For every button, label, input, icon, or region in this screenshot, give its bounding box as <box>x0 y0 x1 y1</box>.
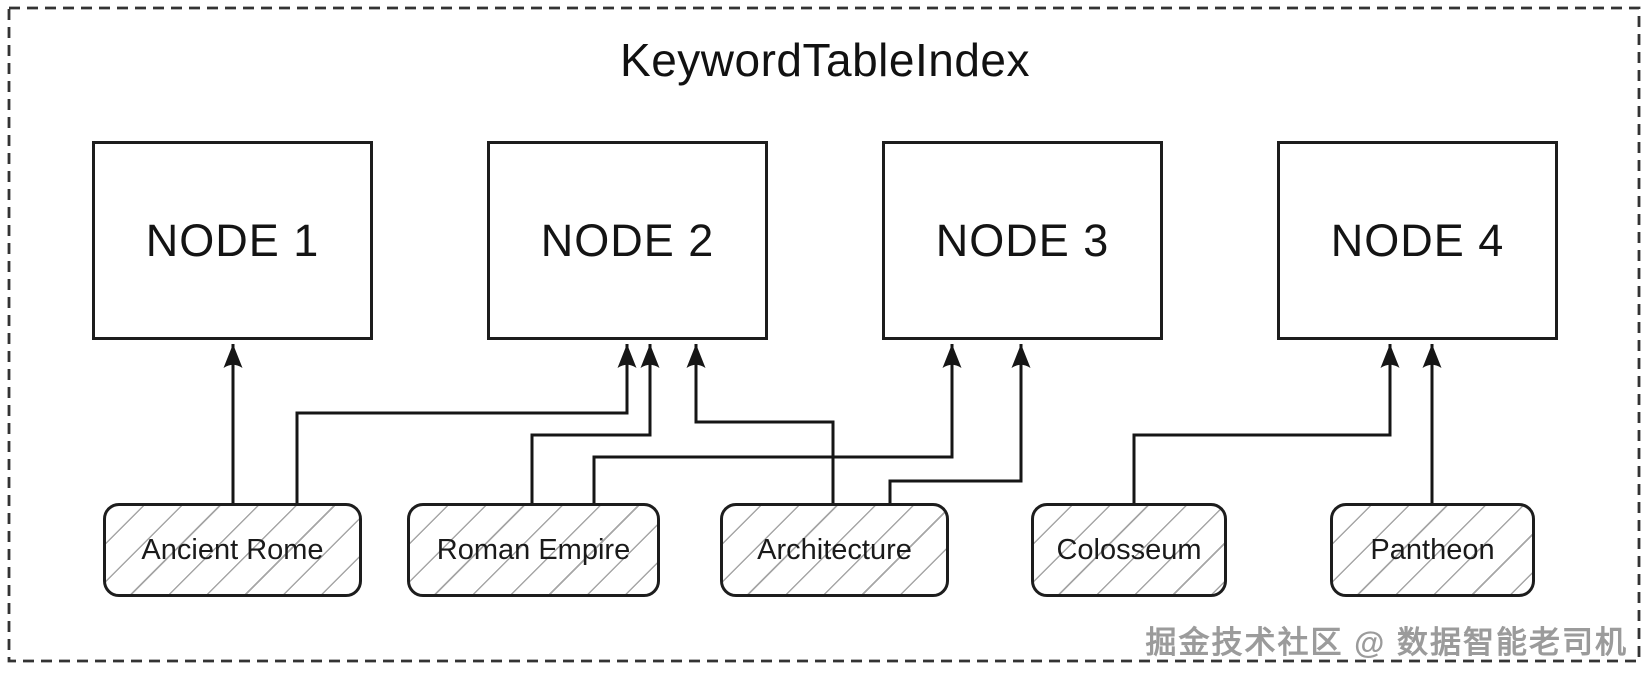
keyword-box-ancient-rome: Ancient Rome <box>103 503 362 597</box>
edge-roman-empire-to-node-3 <box>592 344 962 503</box>
watermark-text: 掘金技术社区 @ 数据智能老司机 <box>1145 625 1628 660</box>
edge-architecture-to-node-2 <box>686 344 835 503</box>
edge-colosseum-to-node-4 <box>1132 344 1400 503</box>
keyword-box-pantheon: Pantheon <box>1330 503 1535 597</box>
keyword-label-pantheon: Pantheon <box>1370 533 1495 566</box>
node-3-label: NODE 3 <box>935 214 1110 266</box>
node-4-label: NODE 4 <box>1330 214 1505 266</box>
keyword-label-colosseum: Colosseum <box>1056 533 1202 566</box>
node-1-label: NODE 1 <box>145 214 320 266</box>
keyword-box-architecture: Architecture <box>720 503 949 597</box>
node-1-box: NODE 1 <box>92 141 373 340</box>
keyword-label-architecture: Architecture <box>757 533 912 566</box>
outer-dashed-border <box>7 6 1641 663</box>
diagram-title: KeywordTableIndex <box>620 34 1030 86</box>
node-4-box: NODE 4 <box>1277 141 1558 340</box>
edge-roman-empire-to-node-2 <box>530 344 660 503</box>
node-2-box: NODE 2 <box>487 141 768 340</box>
keyword-label-ancient-rome: Ancient Rome <box>141 533 324 566</box>
edge-ancient-rome-to-node-2 <box>295 344 637 503</box>
node-2-label: NODE 2 <box>540 214 715 266</box>
node-3-box: NODE 3 <box>882 141 1163 340</box>
keyword-box-roman-empire: Roman Empire <box>407 503 660 597</box>
keyword-node-edges <box>223 344 1442 503</box>
keyword-box-colosseum: Colosseum <box>1031 503 1227 597</box>
keyword-label-roman-empire: Roman Empire <box>436 533 631 566</box>
edge-architecture-to-node-3 <box>888 344 1031 503</box>
